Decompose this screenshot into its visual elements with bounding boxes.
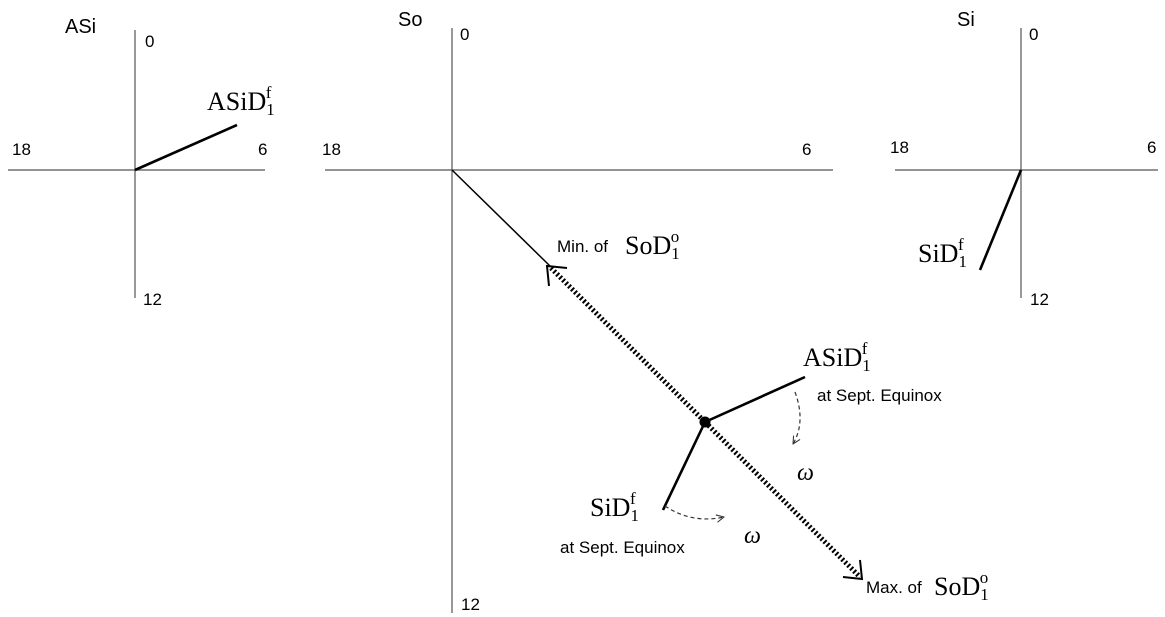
omega-rotation-arrow-si xyxy=(664,505,724,519)
svg-text:at Sept. Equinox: at Sept. Equinox xyxy=(560,538,685,557)
si-vector-label: SiD1f xyxy=(918,235,967,271)
asi-vector xyxy=(134,123,238,172)
svg-text:at Sept. Equinox: at Sept. Equinox xyxy=(817,386,942,405)
so-mean-direction-line xyxy=(451,169,551,267)
min-label: Min. of SoD1o xyxy=(557,227,680,263)
max-arrowhead-icon xyxy=(842,559,864,581)
so-si-vector xyxy=(661,421,707,511)
so-tick-18: 18 xyxy=(322,140,341,159)
so-diagram: So 0 6 12 18 ω ω Min. of SoD1o xyxy=(322,9,989,614)
si-diagram: Si 0 6 12 18 SiD1f xyxy=(890,9,1158,309)
si-tick-12: 12 xyxy=(1030,290,1049,309)
omega-label-si: ω xyxy=(744,523,761,549)
max-label: Max. of SoD1o xyxy=(866,568,989,604)
si-vector xyxy=(978,169,1023,271)
so-tick-0: 0 xyxy=(460,25,469,44)
si-title: Si xyxy=(957,9,975,31)
svg-text:Min. of: Min. of xyxy=(557,237,608,256)
asi-tick-12: 12 xyxy=(143,290,162,309)
asi-diagram: ASi 0 6 12 18 ASiD1f xyxy=(8,16,275,309)
so-tick-6: 6 xyxy=(802,140,811,159)
svg-text:Max. of: Max. of xyxy=(866,578,922,597)
si-tick-0: 0 xyxy=(1029,25,1038,44)
omega-rotation-arrow-asi xyxy=(793,391,801,444)
so-si-label: SiD1f at Sept. Equinox xyxy=(560,489,685,557)
so-title: So xyxy=(398,9,422,31)
omega-label-asi: ω xyxy=(797,460,814,486)
asi-vector-label: ASiD1f xyxy=(207,83,275,119)
asi-tick-0: 0 xyxy=(145,32,154,51)
so-asi-vector xyxy=(704,375,806,424)
svg-text:ASiD1f: ASiD1f xyxy=(803,339,871,375)
asi-tick-18: 18 xyxy=(12,140,31,159)
si-tick-18: 18 xyxy=(890,138,909,157)
svg-text:SoD1o: SoD1o xyxy=(625,227,680,263)
so-asi-label: ASiD1f at Sept. Equinox xyxy=(803,339,942,405)
asi-tick-6: 6 xyxy=(258,140,267,159)
si-tick-6: 6 xyxy=(1147,138,1156,157)
min-arrowhead-icon xyxy=(545,264,568,287)
so-tick-12: 12 xyxy=(461,595,480,614)
svg-text:SoD1o: SoD1o xyxy=(934,568,989,604)
asi-title: ASi xyxy=(65,16,96,38)
svg-text:SiD1f: SiD1f xyxy=(590,489,639,525)
